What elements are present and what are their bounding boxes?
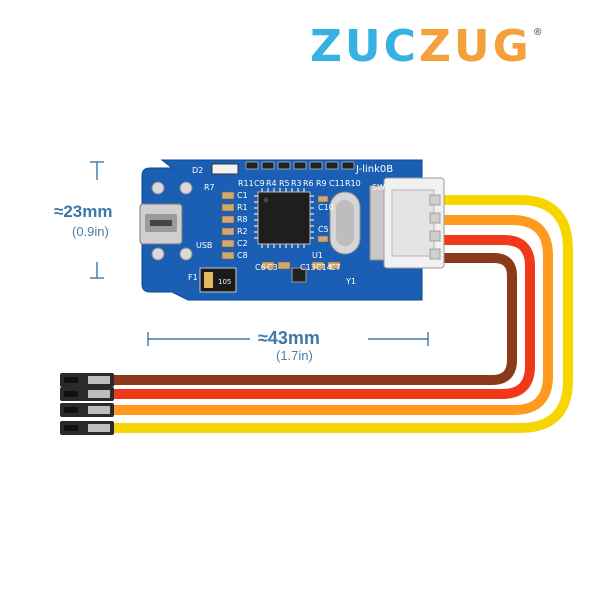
wire-orange	[107, 215, 553, 415]
silk-label: R8	[237, 215, 248, 224]
silk-label: U1	[312, 251, 323, 260]
jst-connector	[369, 177, 445, 269]
dupont-connector	[60, 373, 114, 387]
wire-yellow	[107, 195, 573, 433]
silkscreen-labels: J-link0B D2 R7 R11 C9 R4 R5 R3 R6 R9 C11…	[188, 164, 393, 286]
silk-label: C14	[316, 263, 332, 272]
dupont-connector	[60, 387, 114, 401]
height-dimension-imperial: (0.9in)	[72, 224, 109, 239]
wire-harness	[107, 195, 573, 433]
width-dimension-label: ≈43mm	[258, 328, 320, 348]
fuse-marking: 105	[218, 278, 231, 286]
silk-label: R1	[237, 203, 248, 212]
dupont-connector	[60, 421, 114, 435]
silk-label: C2	[237, 239, 248, 248]
brand-logo-part2: ZUG	[418, 21, 532, 72]
silk-model-label: J-link0B	[355, 164, 393, 175]
silk-label: C6	[255, 263, 266, 272]
silk-label: SW	[372, 183, 385, 192]
led-d2	[211, 163, 239, 175]
silk-label: R3	[291, 179, 302, 188]
silk-label: Y1	[345, 277, 356, 286]
silk-label: C1	[237, 191, 248, 200]
silk-label: C8	[237, 251, 248, 260]
fuse-f1	[199, 267, 237, 293]
micro-usb-port	[139, 203, 183, 245]
silk-label: D2	[192, 166, 203, 175]
silk-label: R11	[238, 179, 254, 188]
wire-red	[107, 235, 535, 399]
dupont-connector	[60, 403, 114, 417]
silk-label: R10	[345, 179, 361, 188]
silk-label: C3	[267, 263, 278, 272]
silk-label: C10	[318, 203, 334, 212]
silk-label: R4	[266, 179, 277, 188]
silk-label: R9	[316, 179, 327, 188]
brand-logo: ZUCZUG®	[310, 22, 572, 72]
brand-logo-part1: ZUC	[310, 21, 419, 72]
mcu-chip	[254, 188, 314, 248]
silk-label: C13	[300, 263, 316, 272]
silk-label: R6	[303, 179, 314, 188]
silk-label: R2	[237, 227, 248, 236]
silk-label: F1	[188, 273, 198, 282]
silk-label: R7	[204, 183, 215, 192]
silk-label: USB	[196, 241, 212, 250]
silk-label: C11	[329, 179, 345, 188]
silk-label: R5	[279, 179, 290, 188]
dupont-connectors	[60, 373, 114, 435]
width-dimension-line	[147, 332, 429, 346]
width-dimension-imperial: (1.7in)	[276, 348, 313, 363]
crystal-oscillator	[329, 191, 361, 255]
transistor-u1	[291, 267, 307, 283]
pcb-board: J-link0B D2 R7 R11 C9 R4 R5 R3 R6 R9 C11…	[139, 159, 445, 301]
silk-label: C5	[318, 225, 329, 234]
height-dimension-line	[90, 161, 104, 279]
silk-label: C9	[254, 179, 265, 188]
registered-mark: ®	[532, 27, 543, 38]
silk-label: C7	[330, 263, 341, 272]
wire-brown	[107, 253, 517, 385]
height-dimension-label: ≈23mm	[54, 202, 113, 221]
